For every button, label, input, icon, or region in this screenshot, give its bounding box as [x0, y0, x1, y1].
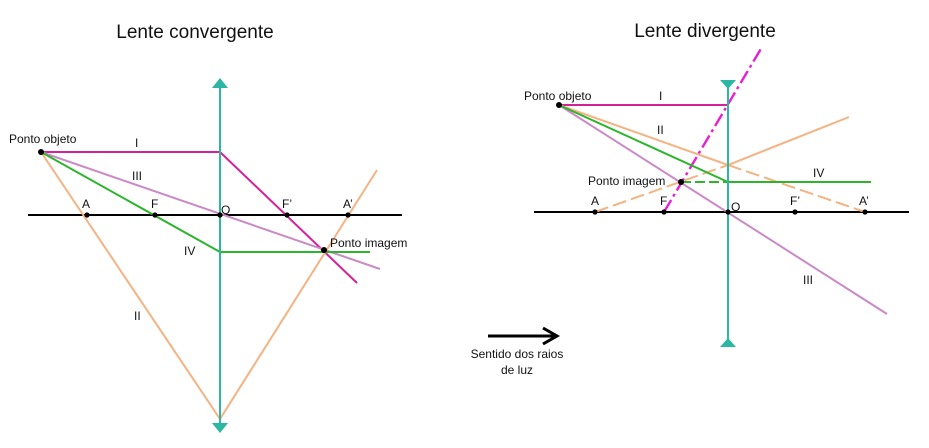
- label-F: F: [660, 194, 667, 208]
- ray-I: [41, 151, 358, 284]
- object-point: [38, 149, 44, 155]
- point-F: [661, 209, 667, 215]
- label-A: A: [82, 197, 90, 211]
- ray-IV: [40, 151, 370, 253]
- ray-III: [558, 104, 888, 315]
- ray-II: [40, 151, 378, 421]
- ray-label-II: II: [657, 123, 664, 137]
- image-label: Ponto imagem: [588, 174, 665, 188]
- lens-bottom-arrowhead-icon: [212, 423, 228, 433]
- legend-line-2: de luz: [501, 363, 533, 377]
- ray-label-III: III: [803, 273, 813, 287]
- label-O: O: [221, 203, 230, 217]
- image-point: [321, 247, 327, 253]
- image-label: Ponto imagem: [330, 236, 407, 250]
- point-A: [592, 209, 598, 215]
- lens-top-arrowhead-icon: [720, 80, 736, 89]
- label-F-prime: F’: [282, 197, 292, 211]
- light-direction-legend: Sentido dos raios de luz: [471, 326, 564, 377]
- label-A-prime: A’: [859, 194, 869, 208]
- label-F-prime: F’: [790, 194, 800, 208]
- lens-top-arrowhead-icon: [212, 78, 228, 88]
- converging-lens-panel: Lente convergente A F O F’ A’ Ponto obje…: [9, 22, 407, 433]
- right-arrow-icon: [488, 326, 561, 346]
- label-A-prime: A’: [343, 197, 353, 211]
- point-F-prime: [792, 209, 798, 215]
- ray-label-III: III: [132, 169, 142, 183]
- ray-II: [558, 104, 850, 167]
- ray-label-IV: IV: [813, 166, 824, 180]
- ray-label-II: II: [134, 309, 141, 323]
- object-point: [556, 102, 562, 108]
- ray-II-back-extension: [727, 164, 866, 213]
- diverging-lens-panel: Lente divergente A F O F’ A’ Ponto objet…: [524, 21, 909, 347]
- object-label: Ponto objeto: [9, 132, 77, 146]
- point-A-prime: [345, 212, 351, 218]
- diverging-title: Lente divergente: [634, 21, 776, 42]
- ray-label-I: I: [135, 136, 138, 150]
- ray-label-IV: IV: [184, 244, 195, 258]
- lens-bottom-arrowhead-icon: [720, 338, 736, 347]
- point-O: [725, 209, 731, 215]
- label-F: F: [151, 197, 158, 211]
- object-label: Ponto objeto: [524, 89, 592, 103]
- point-F-prime: [284, 212, 290, 218]
- ray-label-I: I: [659, 89, 662, 103]
- image-point: [678, 179, 684, 185]
- point-O: [217, 212, 223, 218]
- converging-title: Lente convergente: [116, 22, 273, 43]
- ray-I-extension: [662, 46, 764, 213]
- point-A-prime: [862, 209, 868, 215]
- label-A: A: [591, 194, 599, 208]
- point-F: [152, 212, 158, 218]
- legend-line-1: Sentido dos raios: [471, 347, 564, 361]
- label-O: O: [731, 200, 740, 214]
- point-A: [84, 212, 90, 218]
